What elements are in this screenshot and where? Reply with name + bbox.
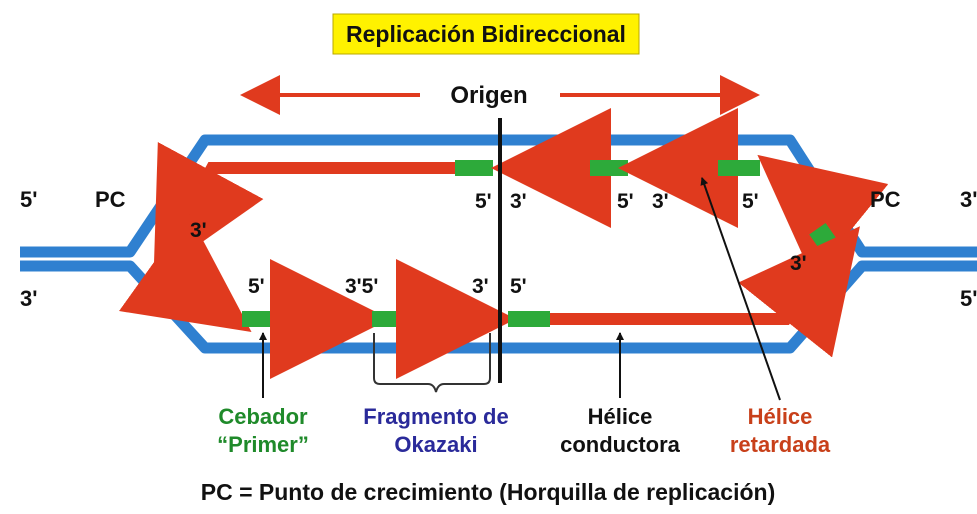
caption-okazaki-2: Okazaki: [394, 432, 477, 457]
strand-end-right-top: 3': [960, 187, 977, 212]
primer-top-1: [455, 160, 493, 176]
lagging-left-down: [119, 213, 252, 332]
okazaki-bracket: [373, 333, 491, 393]
label-top-3-a: 3': [510, 190, 527, 213]
label-top-5-a: 5': [475, 190, 492, 213]
title: Replicación Bidireccional: [346, 21, 626, 47]
new-strands: [119, 108, 889, 379]
footer: PC = Punto de crecimiento (Horquilla de …: [201, 479, 775, 505]
caption-primer-1: Cebador: [218, 404, 308, 429]
caption-primer-2: “Primer”: [217, 432, 309, 457]
label-left-3: 3': [190, 219, 207, 242]
growth-point-right: PC: [870, 187, 901, 212]
primer-top-2: [590, 160, 628, 176]
origin-label: Origen: [450, 82, 527, 109]
label-right-3: 3': [790, 252, 807, 275]
caption-lagging-2: retardada: [730, 432, 831, 457]
label-bottom-3-b: 3': [472, 275, 489, 298]
primer-bottom-2: [372, 311, 414, 327]
primer-bottom-1: [242, 311, 286, 327]
label-bottom-5-b: 5': [510, 275, 527, 298]
caption-okazaki-1: Fragmento de: [363, 404, 508, 429]
strand-end-left-top: 5': [20, 187, 37, 212]
lagging-right-up: [757, 154, 889, 278]
title-box: [332, 13, 640, 55]
label-bottom-5-a: 5': [248, 275, 265, 298]
label-top-5-b: 5': [617, 190, 634, 213]
primer-left: [161, 254, 195, 290]
leading-bottom-right: [550, 226, 860, 358]
pointer-lagging: [700, 177, 781, 401]
strand-end-right-bottom: 5': [960, 286, 977, 311]
label-bottom-3-5: 3'5': [345, 275, 378, 298]
primer-bottom-3: [508, 311, 550, 327]
label-top-3-b: 3': [652, 190, 669, 213]
strand-end-left-bottom: 3': [20, 286, 37, 311]
growth-point-left: PC: [95, 187, 126, 212]
caption-lagging-1: Hélice: [748, 404, 813, 429]
lagging-top-left: [153, 142, 455, 277]
caption-leading-1: Hélice: [588, 404, 653, 429]
caption-leading-2: conductora: [560, 432, 681, 457]
primer-top-3: [718, 160, 760, 176]
label-top-5-c: 5': [742, 190, 759, 213]
